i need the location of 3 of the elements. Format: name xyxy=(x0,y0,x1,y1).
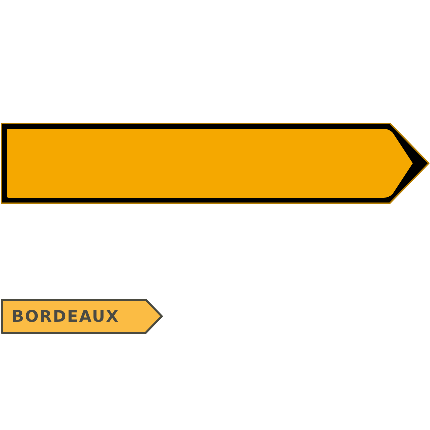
direction-sign xyxy=(1,299,164,334)
place-name: BORDEAUX xyxy=(12,306,120,326)
direction-sign xyxy=(1,123,430,204)
